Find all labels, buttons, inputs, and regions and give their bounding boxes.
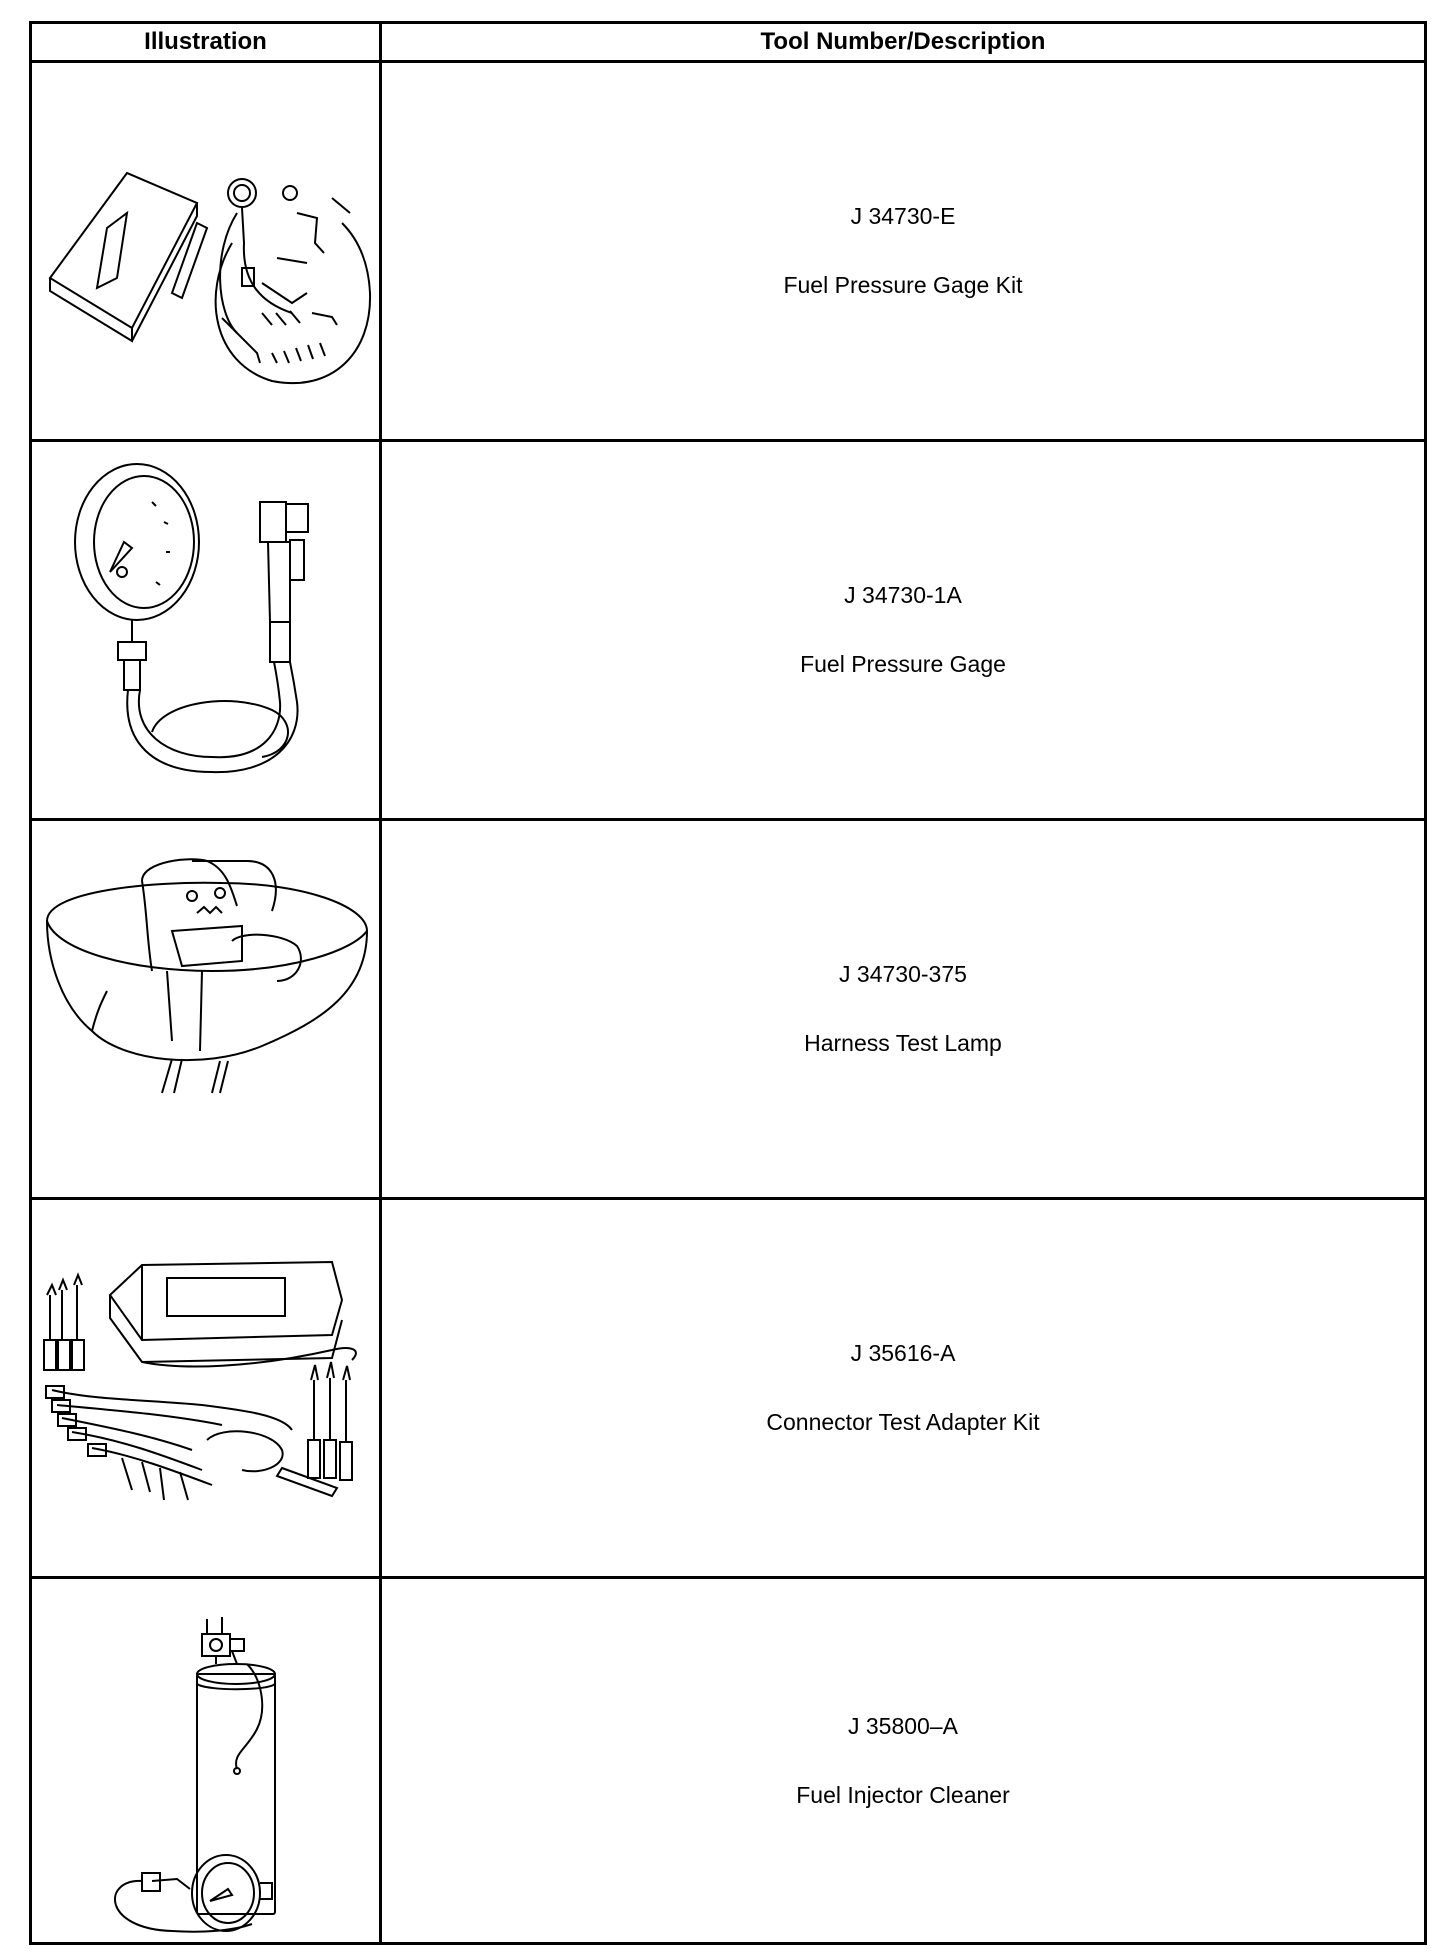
- fuel-injector-cleaner-illustration: [32, 1579, 379, 1942]
- table-row: J 34730-1A Fuel Pressure Gage: [32, 442, 1424, 821]
- tool-number: J 34730-E: [850, 203, 956, 229]
- table-row: J 35800–A Fuel Injector Cleaner: [32, 1579, 1424, 1942]
- header-illustration: Illustration: [144, 28, 267, 55]
- connector-test-adapter-kit-illustration: [32, 1200, 379, 1576]
- table-row: J 35616-A Connector Test Adapter Kit: [32, 1200, 1424, 1579]
- tool-number: J 34730-1A: [844, 582, 962, 608]
- header-tool-number-description: Tool Number/Description: [760, 28, 1046, 55]
- fuel-pressure-gage-kit-illustration: [32, 63, 379, 439]
- tool-number: J 35800–A: [848, 1712, 958, 1739]
- tool-number: J 34730-375: [839, 961, 967, 987]
- harness-test-lamp-illustration: [32, 821, 379, 1197]
- fuel-pressure-gage-illustration: [32, 442, 379, 818]
- table-header-row: Illustration Tool Number/Description: [32, 24, 1424, 63]
- column-divider: [379, 24, 382, 1942]
- tool-description: Fuel Injector Cleaner: [796, 1781, 1010, 1808]
- tool-description: Harness Test Lamp: [804, 1030, 1002, 1056]
- table-row: J 34730-E Fuel Pressure Gage Kit: [32, 63, 1424, 442]
- tool-description: Connector Test Adapter Kit: [766, 1409, 1040, 1435]
- tools-table: Illustration Tool Number/Description: [29, 21, 1427, 1945]
- tool-number: J 35616-A: [850, 1340, 956, 1366]
- tool-description: Fuel Pressure Gage: [800, 651, 1006, 677]
- tool-description: Fuel Pressure Gage Kit: [783, 272, 1023, 298]
- table-row: J 34730-375 Harness Test Lamp: [32, 821, 1424, 1200]
